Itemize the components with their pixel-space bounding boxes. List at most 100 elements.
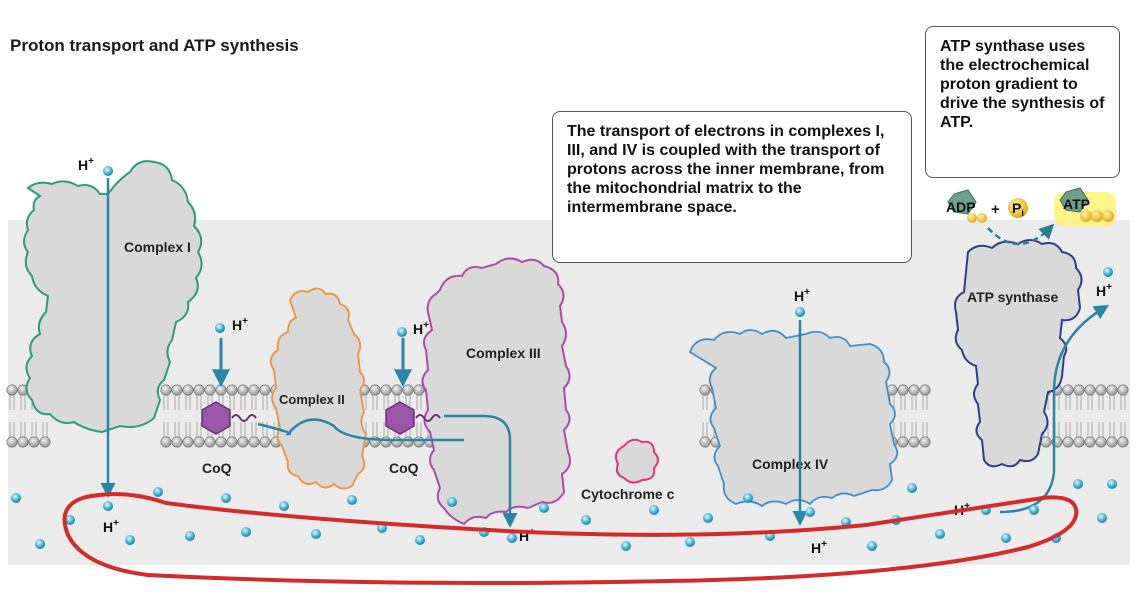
proton [447,497,457,507]
lipid-tail [900,395,906,410]
proton [1073,479,1083,489]
lipid-tail [196,395,202,410]
proton-arrow-atp-synthase [999,304,1110,514]
lipid-head [215,384,227,396]
proton-label: H+ [794,287,810,304]
proton [703,513,713,523]
lipid-head [160,384,172,396]
atp-molecule [1054,187,1116,226]
cytochrome-c-label: Cytochrome c [581,486,675,502]
coq-right-label: CoQ [389,460,419,476]
lipid-head [1106,384,1118,396]
lipid-tail [262,395,268,410]
complex-1-label: Complex I [124,239,191,255]
atp-label: ATP [1063,196,1090,212]
atp-synthase [954,239,1083,468]
lipid-head [171,436,183,448]
proton [311,529,321,539]
lipid-tail [702,395,708,410]
lipid-head [6,436,18,448]
proton [935,529,945,539]
lipid-head [1062,384,1074,396]
lipid-head [402,384,414,396]
complex-3 [421,257,571,526]
lipid-head [1040,436,1052,448]
adp-label: ADP [946,199,976,215]
lipid-head [413,384,425,396]
lipid-tail [9,422,15,437]
lipid-tail [9,395,15,410]
lipid-tail [1098,395,1104,410]
proton-label: H+ [811,539,827,556]
lipid-head [171,384,183,396]
proton [221,493,231,503]
proton [867,541,877,551]
lipid-tail [20,395,26,410]
lipid-head [204,436,216,448]
lipid-tail [911,422,917,437]
complex-1 [23,160,203,434]
proton [415,535,425,545]
cytochrome-c [615,438,659,484]
proton [1097,513,1107,523]
lipid-tail [383,395,389,410]
lipid-head [402,436,414,448]
lipid-head [897,436,909,448]
lipid-tail [1076,422,1082,437]
lipid-head [1117,436,1129,448]
lipid-tail [1120,422,1126,437]
proton [539,503,549,513]
lipid-head [226,436,238,448]
lipid-tail [1087,422,1093,437]
lipid-head [699,384,711,396]
lipid-tail [372,395,378,410]
lipid-tail [372,422,378,437]
electron-path [257,418,464,442]
lipid-head [28,436,40,448]
proton [397,327,407,337]
lipid-tail [174,395,180,410]
lipid-tail [702,422,708,437]
coq-left [201,401,257,435]
coq-right [385,401,441,435]
matrix-protons [11,166,1117,551]
proton [507,533,517,543]
electron-path-2 [444,414,518,528]
proton [125,535,135,545]
lipid-tail [1109,422,1115,437]
pi-label: Pi [1012,200,1024,218]
coq-left-label: CoQ [202,460,232,476]
proton [103,501,113,511]
lipid-tail [185,422,191,437]
lipid-head [182,384,194,396]
pi-molecule: Pi [1008,198,1028,218]
lipid-head [391,436,403,448]
lipid-tail [240,395,246,410]
proton [215,323,225,333]
lipid-head [259,436,271,448]
proton-label: H+ [1096,282,1112,299]
lipid-head [39,436,51,448]
lipid-head [919,384,931,396]
lipid-tail [911,395,917,410]
lipid-tail [240,422,246,437]
lipid-tail [163,395,169,410]
plus-label: + [991,201,1000,218]
lipid-tail [185,395,191,410]
proton [907,483,917,493]
lipid-tail [1076,395,1082,410]
atp-synthesis-arrow [987,223,1055,246]
lipid-head [1073,384,1085,396]
lipid-head [699,436,711,448]
lipid-head [897,384,909,396]
lipid-tail [42,422,48,437]
lipid-tail [416,422,422,437]
lipid-head [160,436,172,448]
complex-2-label: Complex II [279,392,345,407]
proton-labels: H+H+H+H+H+H+H+H+H+ [78,156,1112,556]
proton-label: H+ [103,518,119,535]
lipid-tail [1087,395,1093,410]
lipid-head [193,436,205,448]
lipid-head [1073,436,1085,448]
lipid-head [248,436,260,448]
